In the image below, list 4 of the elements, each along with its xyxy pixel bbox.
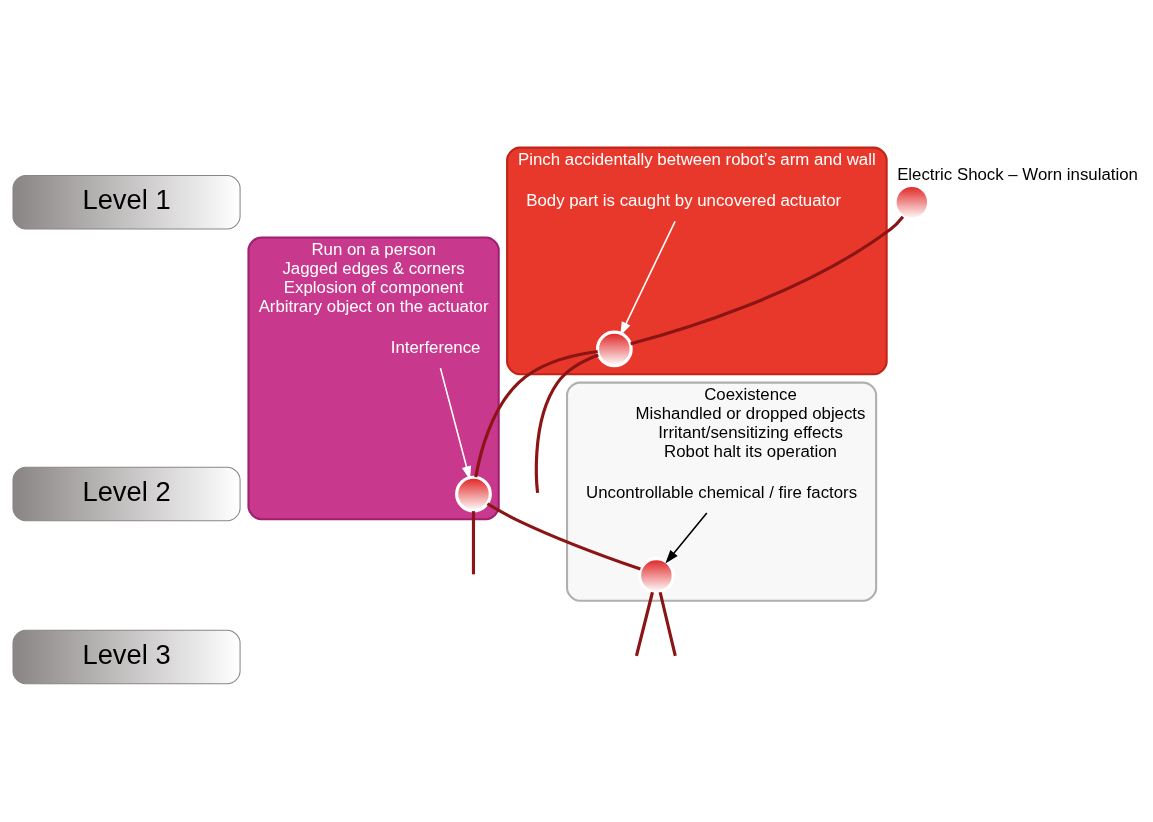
node-text: Uncontrollable chemical / fire factors bbox=[586, 482, 858, 502]
node-text: Interference bbox=[390, 337, 481, 357]
node-label: Electric Shock – Worn insulation bbox=[897, 164, 1138, 184]
node-text: Body part is caught by uncovered actuator bbox=[526, 190, 842, 210]
